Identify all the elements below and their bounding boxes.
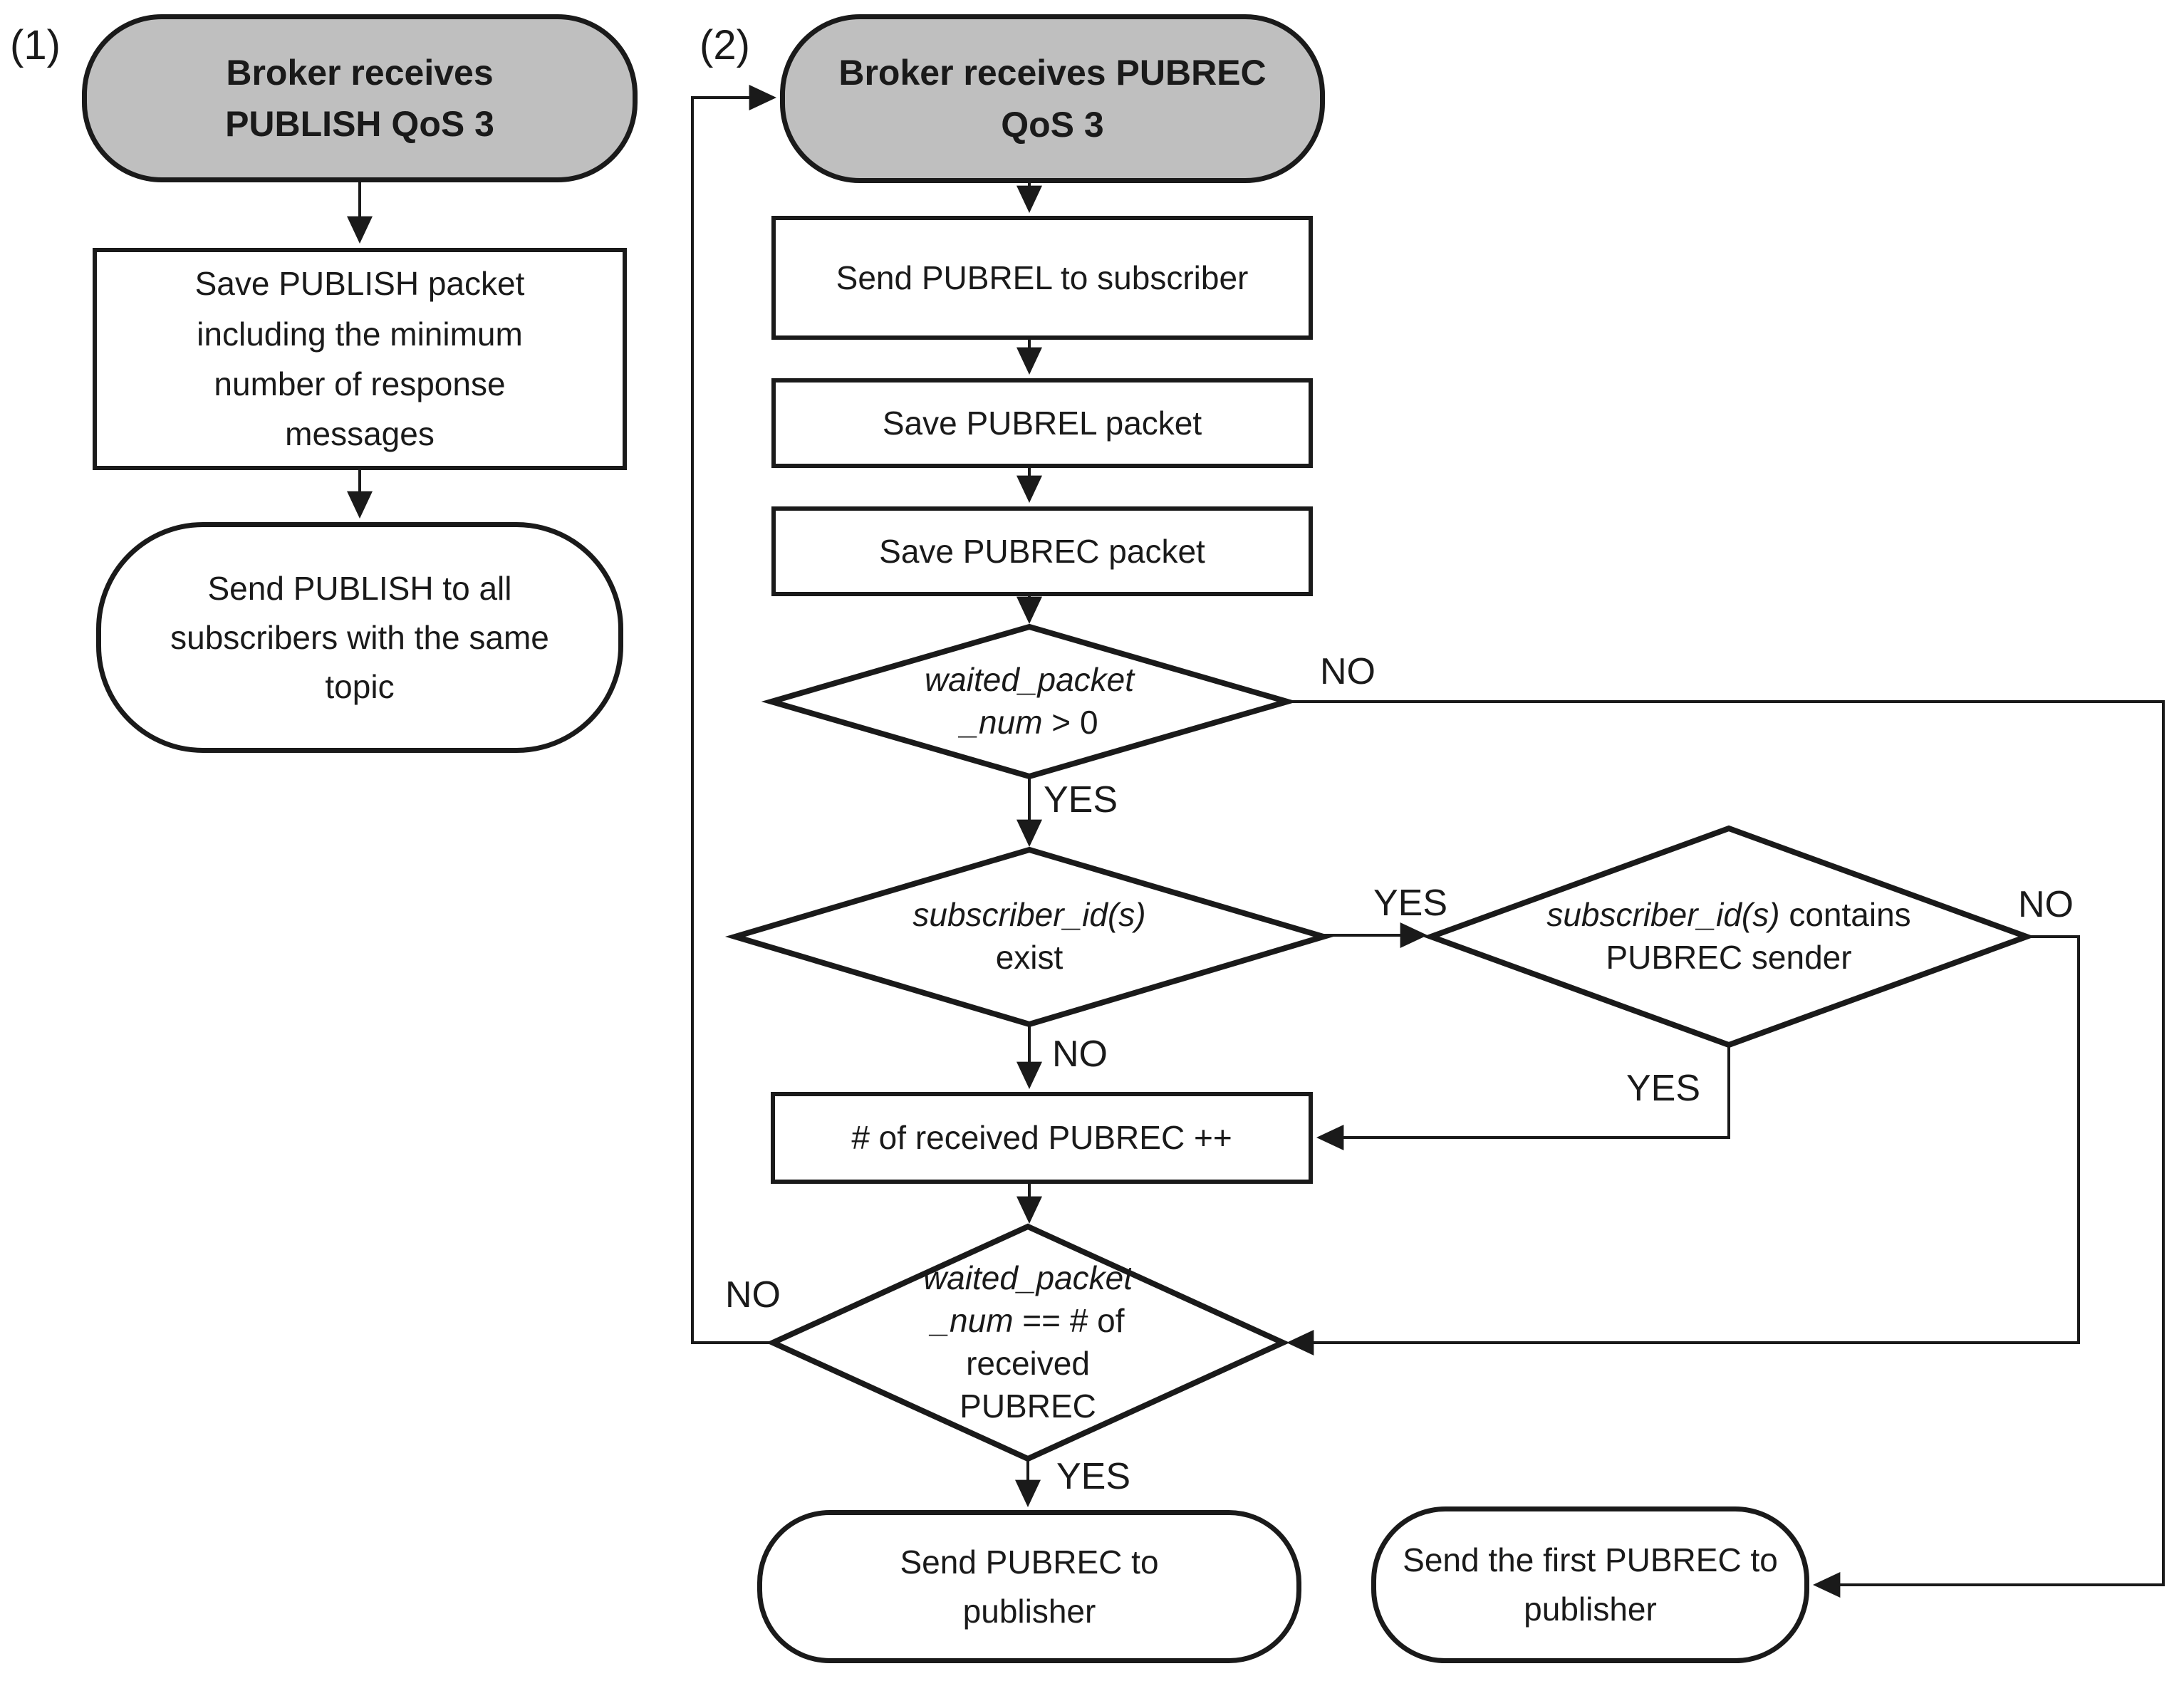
part-2-label: (2) — [700, 22, 750, 68]
branch-label-d1-yes: YES — [1044, 779, 1118, 821]
node-line: Send PUBLISH to all — [207, 569, 512, 607]
node-line: Send the first PUBREC to — [1403, 1541, 1778, 1578]
node-line: Save PUBREL packet — [882, 404, 1202, 442]
part-1-label: (1) — [10, 22, 61, 68]
node-save-publish-packet: Save PUBLISH packet including the minimu… — [93, 248, 627, 470]
node-save-pubrec-packet: Save PUBREC packet — [771, 506, 1313, 596]
decision-contains-pubrec-sender-label: subscriber_id(s) contains PUBREC sender — [1480, 873, 1978, 1001]
node-line: QoS 3 — [1001, 104, 1104, 145]
node-line: messages — [285, 415, 435, 453]
decision-line: _num == # of — [931, 1300, 1124, 1343]
node-line: # of received PUBREC ++ — [851, 1119, 1232, 1156]
branch-label-d3-yes: YES — [1626, 1068, 1701, 1109]
node-line: Send PUBREL to subscriber — [836, 259, 1249, 296]
decision-waited-equals-received-label: waited_packet _num == # of received PUBR… — [814, 1256, 1242, 1430]
node-save-pubrel-packet: Save PUBREL packet — [771, 378, 1313, 468]
node-line: including the minimum — [197, 315, 523, 353]
decision-waited-packet-num-label: waited_packet _num > 0 — [816, 637, 1243, 766]
node-broker-receives-pubrec: Broker receives PUBREC QoS 3 — [780, 14, 1325, 183]
edge-d3-yes-r5 — [1316, 1045, 1730, 1150]
node-broker-receives-publish: Broker receives PUBLISH QoS 3 — [82, 14, 638, 182]
edge-d1-no-t5 — [1287, 700, 2165, 1598]
node-line: Save PUBLISH packet — [194, 265, 525, 303]
node-line: PUBLISH QoS 3 — [225, 104, 494, 144]
condition-rest: > 0 — [1042, 704, 1098, 741]
node-line: subscribers with the same — [170, 618, 549, 656]
decision-line: _num > 0 — [960, 702, 1098, 744]
branch-label-d4-no: NO — [725, 1274, 781, 1316]
variable-name: _num — [960, 704, 1043, 741]
decision-subscriber-ids-exist-shape — [724, 846, 1334, 1028]
branch-label-d3-no: NO — [2018, 884, 2074, 925]
decision-contains-pubrec-sender-shape — [1423, 825, 2035, 1048]
decision-line: PUBREC — [960, 1387, 1096, 1425]
node-line: publisher — [962, 1592, 1096, 1630]
branch-label-d1-no: NO — [1320, 651, 1376, 692]
decision-line: waited_packet — [924, 661, 1135, 699]
decision-line: exist — [995, 939, 1064, 976]
node-increment-received-pubrec: # of received PUBREC ++ — [771, 1092, 1313, 1184]
branch-label-d2-no: NO — [1052, 1034, 1108, 1075]
branch-label-d2-yes: YES — [1373, 883, 1448, 924]
node-line: number of response — [214, 365, 506, 402]
variable-name: _num — [931, 1302, 1014, 1340]
decision-line: subscriber_id(s) — [912, 896, 1146, 934]
decision-line: waited_packet — [922, 1259, 1133, 1297]
node-line: publisher — [1524, 1591, 1657, 1628]
decision-waited-equals-received-shape — [766, 1223, 1290, 1462]
branch-label-d4-yes: YES — [1056, 1456, 1131, 1497]
decision-waited-packet-num-shape — [761, 623, 1298, 780]
node-send-publish-to-subscribers: Send PUBLISH to all subscribers with the… — [96, 522, 623, 753]
node-line: Send PUBREC to — [900, 1543, 1159, 1581]
decision-line: received — [966, 1345, 1090, 1382]
node-send-pubrec-to-publisher: Send PUBREC to publisher — [757, 1510, 1301, 1663]
condition-rest: == # of — [1013, 1302, 1125, 1340]
decision-line: subscriber_id(s) contains — [1546, 894, 1910, 937]
edge-d4-no-loop-t3 — [691, 85, 776, 1344]
node-line: Broker receives PUBREC — [838, 53, 1267, 93]
node-send-first-pubrec-to-publisher: Send the first PUBREC to publisher — [1371, 1506, 1809, 1663]
node-line: topic — [325, 667, 395, 705]
node-line: Broker receives — [226, 52, 494, 93]
variable-name: subscriber_id(s) — [1546, 896, 1780, 934]
decision-line: PUBREC sender — [1606, 939, 1852, 976]
decision-subscriber-ids-exist-label: subscriber_id(s) exist — [816, 873, 1243, 1001]
node-send-pubrel: Send PUBREL to subscriber — [771, 216, 1313, 340]
condition-rest: contains — [1779, 896, 1911, 934]
node-line: Save PUBREC packet — [879, 532, 1205, 570]
edge-d3-no-d4 — [1286, 935, 2080, 1355]
